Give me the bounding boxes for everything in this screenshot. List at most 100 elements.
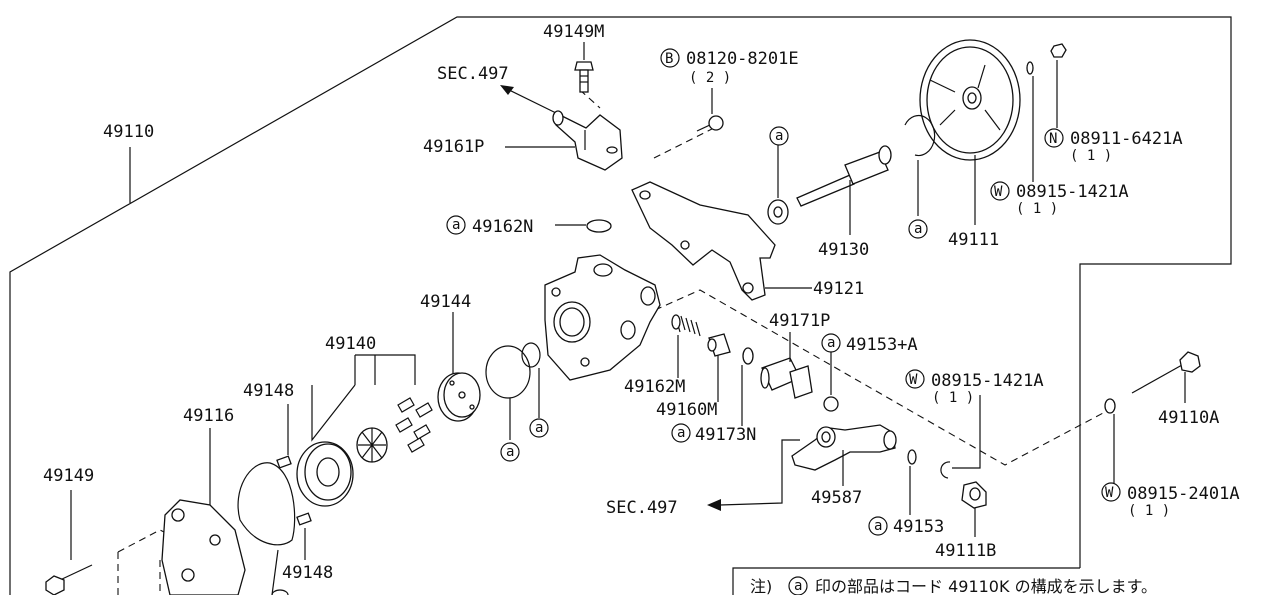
leader-bracket: [311, 354, 416, 442]
bolt-49149: [45, 564, 93, 595]
alignment-line: [653, 124, 721, 159]
shaft-49130: [767, 145, 892, 225]
qty-08915-1421A-top: ( 1 ): [1016, 201, 1058, 217]
washer-08915-2401A: [1104, 398, 1116, 414]
snap-ring: [904, 114, 936, 157]
marker-a: [769, 126, 789, 146]
marker-a-letter: a: [677, 425, 685, 441]
oring-49153: [907, 449, 917, 465]
gasket-ring: [485, 345, 531, 399]
oring-49162N: [586, 219, 612, 233]
label-49153: 49153: [893, 517, 944, 537]
arrow-head: [500, 85, 514, 95]
washer-small: [1026, 61, 1034, 75]
marker-a: [529, 418, 549, 438]
label-49587: 49587: [811, 488, 862, 508]
marker-a-letter: a: [914, 221, 922, 237]
label-49171P: 49171P: [769, 311, 830, 331]
label-49149: 49149: [43, 466, 94, 486]
marker-a-letter: a: [874, 518, 882, 534]
qty-08911-6421A: ( 1 ): [1070, 148, 1112, 164]
label-49160M: 49160M: [656, 400, 717, 420]
label-49149M: 49149M: [543, 22, 604, 42]
label-08911-6421A: 08911-6421A: [1070, 129, 1183, 149]
side-plate-49144: [437, 372, 481, 422]
footnote-box: [732, 567, 1080, 595]
marker-a-letter: a: [775, 128, 783, 144]
gasket-49116: [237, 462, 296, 546]
vanes-49140: [395, 397, 433, 453]
marker-w-letter: W: [909, 372, 918, 388]
label-49153A: 49153+A: [846, 335, 918, 355]
label-49110A: 49110A: [1158, 408, 1219, 428]
bracket-49121: [631, 181, 776, 301]
marker-a: [446, 215, 466, 235]
marker-w-letter: W: [994, 184, 1003, 200]
leader-line: [719, 439, 800, 506]
label-08915-1421A-mid: 08915-1421A: [931, 371, 1044, 391]
label-49148-bottom: 49148: [282, 563, 333, 583]
label-49162M: 49162M: [624, 377, 685, 397]
assembly-boundary: [9, 16, 1232, 595]
marker-a: [868, 516, 888, 536]
bolt-49149M: [574, 61, 594, 93]
marker-a-letter: a: [827, 335, 835, 351]
marker-a-letter: a: [452, 217, 460, 233]
pipe-connector-49587: [791, 424, 897, 471]
rear-cover-49116: [161, 499, 246, 595]
nut-hole: [969, 487, 981, 501]
alignment-line: [654, 289, 1106, 466]
label-49121: 49121: [813, 279, 864, 299]
label-sec497-bottom: SEC.497: [606, 498, 678, 518]
marker-a-letter: a: [506, 444, 514, 460]
circle-marker-w: [990, 181, 1010, 201]
footnote-text: 印の部品はコード 49110K の構成を示します。: [815, 577, 1157, 595]
label-49110: 49110: [103, 122, 154, 142]
valve-49160M: [707, 333, 731, 357]
nut-small: [1050, 43, 1067, 58]
leader-line: [952, 395, 981, 469]
washer-split: [940, 461, 951, 479]
marker-b-letter: B: [665, 51, 673, 67]
label-sec497-top: SEC.497: [437, 64, 509, 84]
label-49111B: 49111B: [935, 541, 996, 561]
label-08915-1421A-top: 08915-1421A: [1016, 182, 1129, 202]
label-49140: 49140: [325, 334, 376, 354]
label-49111: 49111: [948, 230, 999, 250]
oring-bottom: [271, 589, 289, 595]
footnote-prefix: 注): [750, 577, 772, 595]
cam-ring-49140: [296, 441, 354, 507]
bolt-49110A: [1131, 351, 1201, 394]
label-49161P: 49161P: [423, 137, 484, 157]
marker-a-letter: a: [535, 420, 543, 436]
footnote-marker-a: [788, 576, 808, 595]
marker-n-letter: N: [1049, 131, 1057, 147]
marker-a: [500, 442, 520, 462]
label-49116: 49116: [183, 406, 234, 426]
marker-w-letter: W: [1105, 485, 1114, 501]
alignment-line: [579, 89, 601, 109]
pipe-fitting-49161P: [552, 110, 623, 171]
label-49130: 49130: [818, 240, 869, 260]
pin-49148: [276, 455, 292, 469]
oring: [521, 342, 541, 368]
circle-marker-w: [905, 369, 925, 389]
oring-49173N: [742, 347, 754, 365]
spring-49162M: [671, 314, 701, 337]
circle-marker-n: [1044, 128, 1064, 148]
leader-line: [504, 87, 557, 114]
connector-49171P: [760, 357, 813, 399]
marker-a: [671, 423, 691, 443]
circle-marker-w: [1101, 482, 1121, 502]
label-08915-2401A: 08915-2401A: [1127, 484, 1240, 504]
rotor-49140: [356, 427, 388, 463]
label-49148-top: 49148: [243, 381, 294, 401]
pump-body-housing: [544, 254, 661, 381]
label-08120-8201E: 08120-8201E: [686, 49, 799, 69]
qty-08915-2401A: ( 1 ): [1128, 503, 1170, 519]
arrow-head: [707, 499, 721, 511]
marker-a: [908, 219, 928, 239]
pin-49148: [296, 512, 312, 526]
label-49162N: 49162N: [472, 217, 533, 237]
